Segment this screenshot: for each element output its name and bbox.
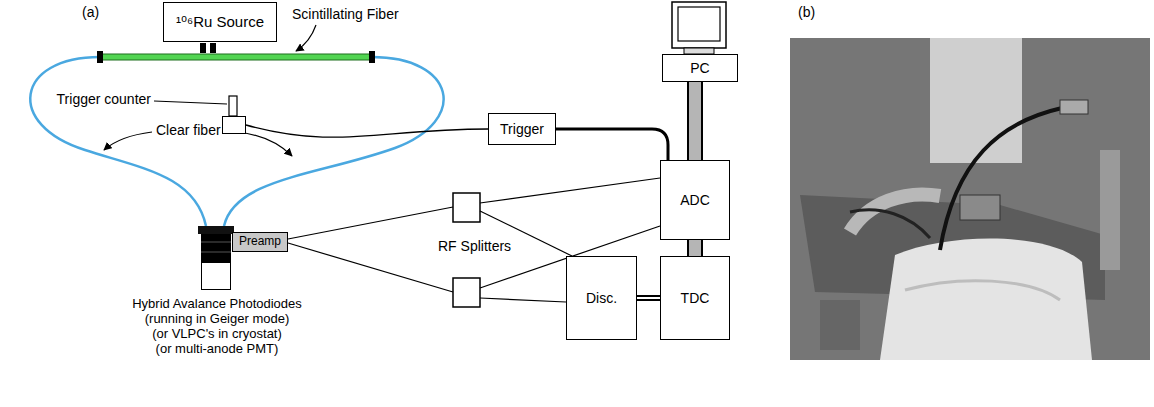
data-bus [695,240,696,256]
box-text: Trigger counter [57,91,151,107]
pc-box: PC [662,54,738,82]
box-text: (running in Geiger mode) [132,312,302,327]
monitor-icon [672,2,726,54]
trigger-cable [246,125,488,137]
trigger-cable [246,125,488,137]
double-cable [637,295,660,301]
data-bus [689,240,701,256]
part-label: Scintillating Fiber [292,6,399,22]
box-text: PC [690,60,709,76]
clear-fiber [30,57,443,226]
data-bus [687,240,703,256]
double-cable [637,298,660,299]
counter-tube [229,96,237,116]
box-text: Trigger [500,121,544,137]
box-text: TDC [681,290,710,306]
panel-label: (b) [798,4,815,20]
data-bus [695,82,696,160]
discriminator-box: Disc. [566,256,637,340]
label-group: Hybrid Avalance Photodiodes(running in G… [132,297,302,357]
leader-lines [104,25,316,156]
scintillating-fiber [97,51,375,63]
panel-label: (a) [82,4,99,20]
photodiode-fitting [198,226,234,262]
box-text: Hybrid Avalance Photodiodes [132,297,302,312]
box-text: (or VLPC's in cryostat) [132,327,302,342]
part-label: RF Splitters [438,238,511,254]
double-cable [637,297,660,299]
trigger-box: Trigger [488,113,556,145]
trigger-counter: Trigger counter [222,116,246,134]
preamp-box: Preamp [232,232,288,252]
box-text: ADC [680,192,710,208]
adc-box: ADC [660,160,730,240]
trigger-cable [556,129,668,160]
box-text: Disc. [586,290,617,306]
trigger-cable [556,129,668,160]
collimator [200,43,216,53]
box-text: (or multi-anode PMT) [132,342,302,357]
tdc-box: TDC [660,256,730,340]
data-bus [687,82,703,160]
label-group: Trigger counter [57,91,151,107]
data-bus [689,82,701,160]
box-text: Preamp [239,235,281,249]
photodiode-box: Hybrid Avalance Photodiodes(running in G… [201,262,231,290]
source-box: ¹⁰⁶Ru Source [163,2,277,42]
part-label: Clear fiber [156,122,221,138]
box-text: ¹⁰⁶Ru Source [176,13,264,30]
photograph [790,38,1150,360]
